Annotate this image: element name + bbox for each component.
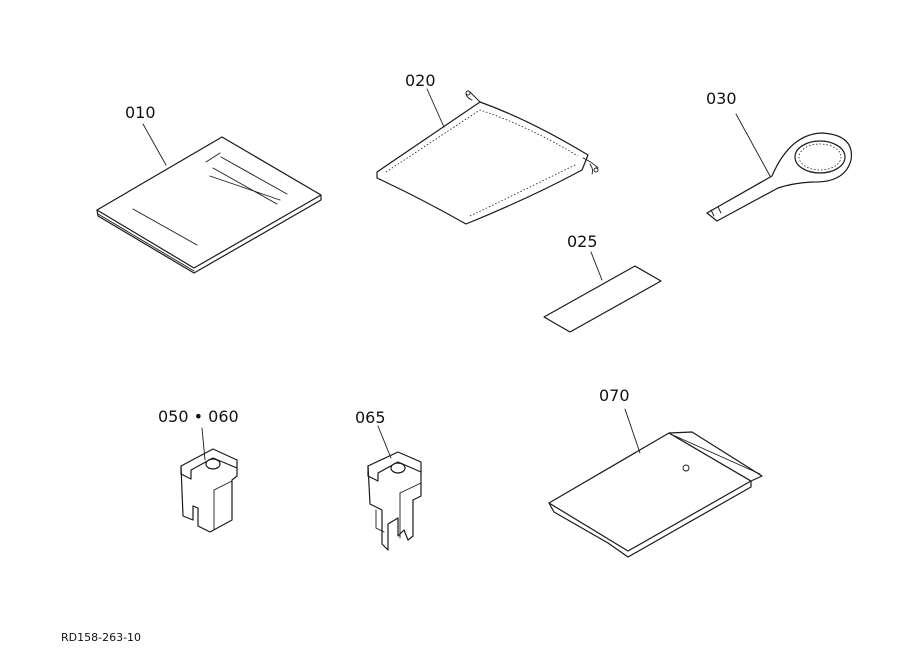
label-strip-icon: [543, 251, 662, 333]
drawstring-bag-icon: [376, 88, 599, 225]
part-label-010: 010: [125, 103, 156, 122]
part-label-025: 025: [567, 232, 598, 251]
clip-with-legs-icon: [367, 425, 422, 551]
part-label-030: 030: [706, 89, 737, 108]
part-label-020: 020: [405, 71, 436, 90]
clip-connector-icon: [180, 427, 238, 533]
part-label-050-060: 050 • 060: [158, 407, 239, 426]
filter-wrench-icon: [706, 113, 853, 222]
part-label-070: 070: [599, 386, 630, 405]
manual-booklet-icon: [96, 123, 322, 274]
drawing-reference: RD158-263-10: [61, 631, 141, 644]
envelope-icon: [548, 408, 763, 558]
part-label-065: 065: [355, 408, 386, 427]
